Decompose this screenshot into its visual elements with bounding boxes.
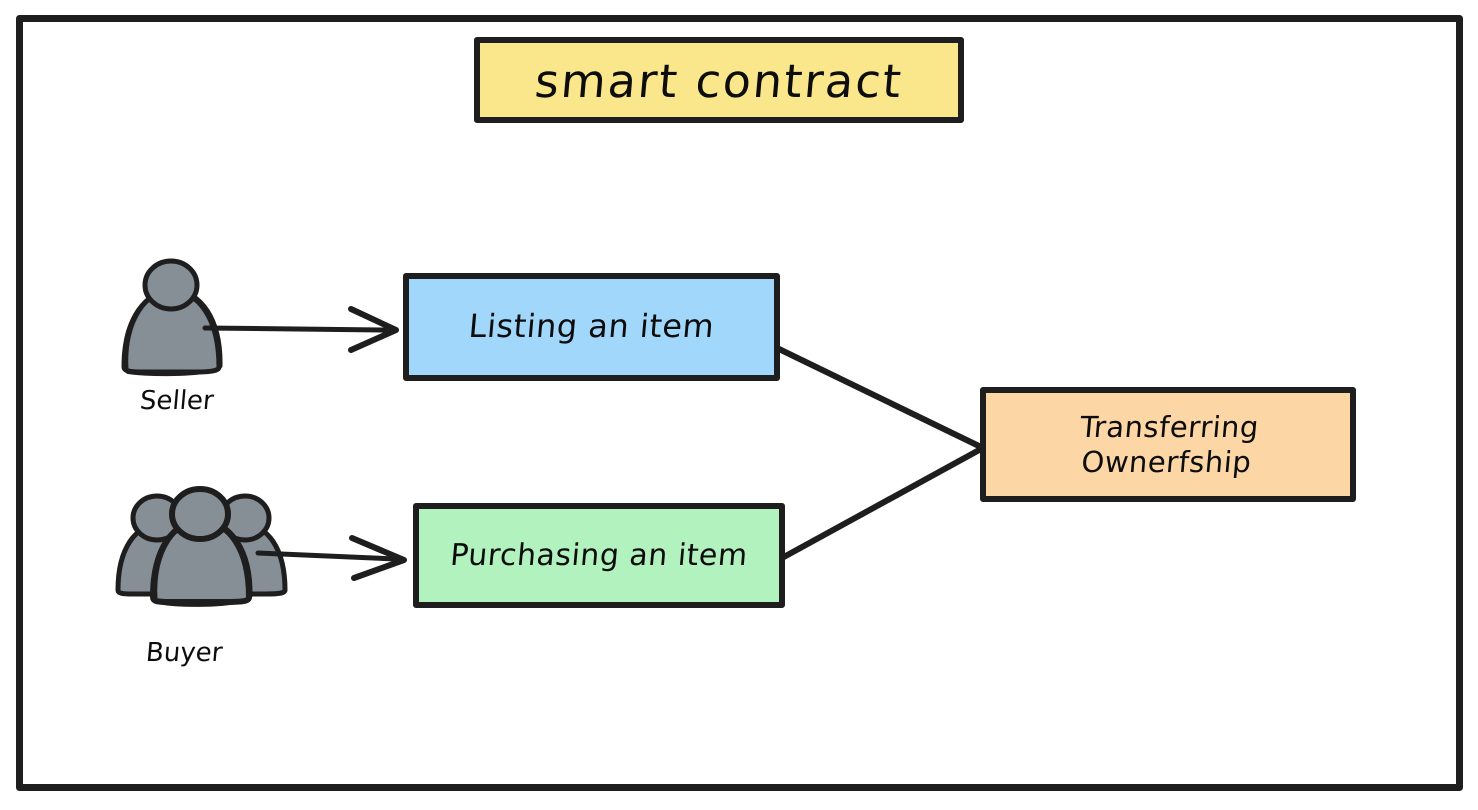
edge-purchasing-to-transferring: [779, 446, 984, 561]
smart-contract-title-box: [474, 37, 964, 123]
purchasing-an-item-box[interactable]: [413, 503, 785, 608]
edge-seller-to-listing: [202, 306, 399, 353]
diagram-outer-frame: [16, 15, 1463, 791]
group-of-people-icon: [115, 486, 288, 607]
listing-an-item-box[interactable]: [403, 273, 780, 381]
edge-buyer-to-purchasing: [255, 535, 407, 581]
single-person-icon: [121, 258, 223, 377]
transferring-ownership-box[interactable]: [980, 387, 1356, 502]
edge-listing-to-transferring: [776, 346, 984, 450]
